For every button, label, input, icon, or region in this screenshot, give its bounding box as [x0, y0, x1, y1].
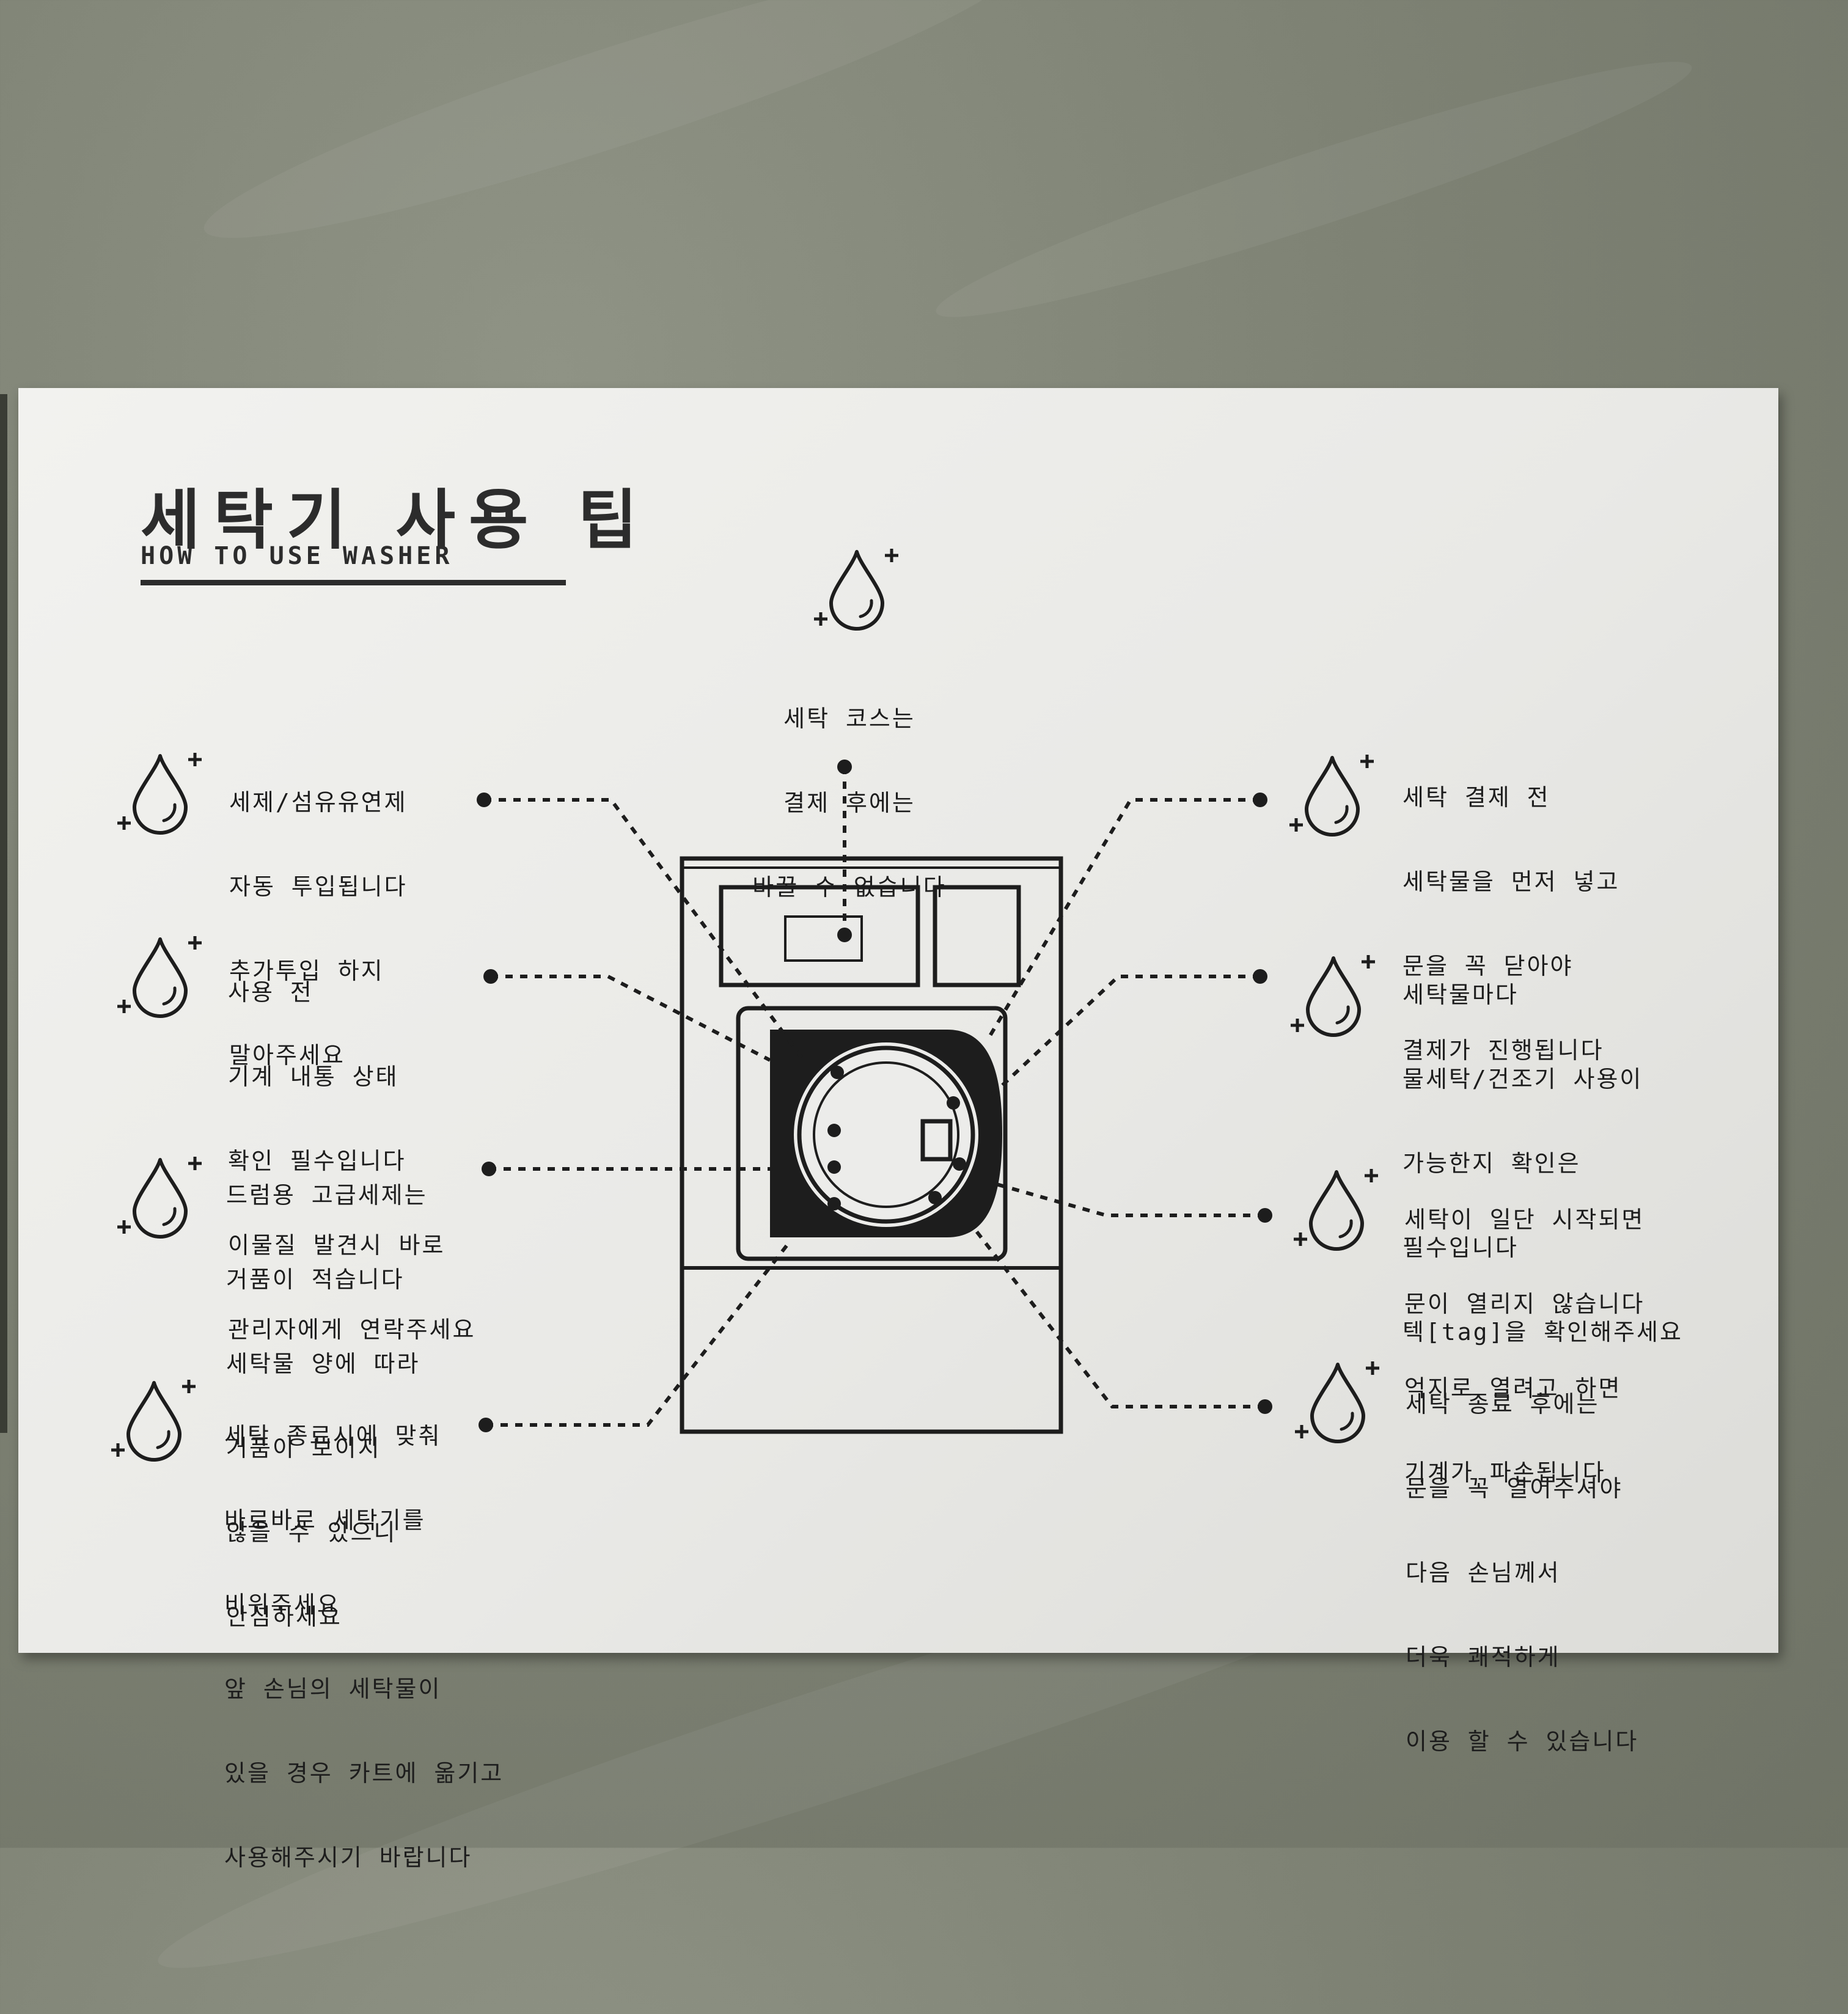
tip-left-4: 세탁 종료시에 맞춰 바로바로 세탁기를 비워주세요 앞 손님의 세탁물이 있을…	[224, 1366, 504, 1928]
tip-line: 이용 할 수 있습니다	[1406, 1728, 1639, 1755]
tip-left-2: 사용 전 기계 내통 상태 확인 필수입니다 이물질 발견시 바로 관리자에게 …	[228, 922, 475, 1400]
callout-endpoints	[477, 760, 1272, 1432]
tip-line: 관리자에게 연락주세요	[228, 1316, 476, 1343]
tip-line: 필수입니다	[1402, 1234, 1519, 1261]
tip-line: 자동 투입됩니다	[229, 873, 408, 900]
tip-line: 사용 전	[228, 979, 314, 1006]
tip-line: 세탁 코스는	[783, 705, 915, 732]
tip-line: 세제/섬유유연제	[229, 789, 408, 816]
tip-line: 확인 필수입니다	[228, 1148, 406, 1174]
tip-line: 억지로 열려고 하면	[1404, 1375, 1622, 1402]
tip-line: 텍[tag]을 확인해주세요	[1402, 1319, 1683, 1346]
wall-texture	[925, 32, 1703, 347]
tip-right-3: 세탁이 일단 시작되면 문이 열리지 않습니다 억지로 열려고 하면 기계가 파…	[1404, 1149, 1645, 1543]
tip-line: 이물질 발견시 바로	[228, 1232, 446, 1259]
tip-line: 말아주세요	[229, 1042, 345, 1069]
tip-line: 문이 열리지 않습니다	[1404, 1291, 1645, 1317]
tip-line: 물세탁/건조기 사용이	[1402, 1066, 1643, 1093]
tip-line: 결제가 진행됩니다	[1402, 1037, 1604, 1064]
tip-right-1: 세탁 결제 전 세탁물을 먼저 넣고 문을 꼭 닫아야 결제가 진행됩니다	[1402, 727, 1619, 1121]
water-drop-plus-icon	[117, 936, 202, 1016]
tip-line: 추가투입 하지	[229, 958, 384, 984]
tip-line: 가능한지 확인은	[1402, 1150, 1581, 1177]
tip-line: 비워주세요	[224, 1591, 340, 1618]
instruction-sign: 세탁기 사용 팁 HOW TO USE WASHER	[18, 388, 1778, 1871]
water-drop-plus-icon	[1294, 1169, 1378, 1249]
water-drop-plus-icon	[1291, 955, 1375, 1035]
washing-machine-illustration	[680, 856, 1063, 1434]
sign-subtitle: HOW TO USE WASHER	[141, 542, 453, 570]
tip-right-2: 세탁물마다 물세탁/건조기 사용이 가능한지 확인은 필수입니다 텍[tag]을…	[1402, 925, 1683, 1402]
water-drop-plus-icon	[117, 753, 202, 833]
tip-line: 세탁물마다	[1402, 981, 1519, 1008]
water-drop-plus-icon	[1289, 755, 1374, 835]
tip-center: 세탁 코스는 결제 후에는 바꿀 수 없습니다	[715, 648, 984, 958]
tip-line: 다음 손님께서	[1406, 1559, 1561, 1586]
wall-texture	[189, 0, 1033, 277]
tip-line: 기계 내통 상태	[228, 1063, 399, 1090]
tip-line: 바로바로 세탁기를	[224, 1507, 426, 1534]
tip-line: 문을 꼭 닫아야	[1402, 953, 1574, 980]
tip-line: 거품이 적습니다	[226, 1266, 405, 1293]
water-drop-plus-icon	[1295, 1361, 1379, 1441]
tip-line: 세탁이 일단 시작되면	[1404, 1206, 1645, 1233]
tip-line: 세탁 종료시에 맞춰	[224, 1423, 442, 1449]
water-drop-plus-icon	[814, 549, 898, 629]
washer-diagram	[18, 388, 1778, 1653]
adjacent-frame-edge	[0, 394, 7, 1433]
sign-title: 세탁기 사용 팁	[141, 483, 651, 558]
tip-line: 세탁 결제 전	[1402, 784, 1550, 811]
tip-line: 거품이 보이지	[226, 1435, 381, 1462]
tip-left-3: 드럼용 고급세제는 거품이 적습니다 세탁물 양에 따라 거품이 보이지 않을 …	[226, 1125, 428, 1687]
tip-line: 있을 경우 카트에 옮기고	[224, 1760, 504, 1787]
tip-line: 결제 후에는	[783, 789, 915, 816]
tip-left-1: 세제/섬유유연제 자동 투입됩니다 추가투입 하지 말아주세요	[229, 732, 408, 1126]
tip-line: 않을 수 있으니	[226, 1519, 397, 1546]
tip-line: 문을 꼭 열어주셔야	[1406, 1475, 1623, 1502]
tip-line: 세탁물 양에 따라	[226, 1350, 420, 1377]
tip-line: 드럼용 고급세제는	[226, 1182, 428, 1209]
title-underline	[141, 580, 566, 585]
tip-line: 바꿀 수 없습니다	[752, 874, 947, 901]
tip-line: 세탁물을 먼저 넣고	[1402, 868, 1620, 895]
tip-line: 안심하세요	[226, 1603, 342, 1630]
water-drop-plus-icon	[111, 1380, 196, 1460]
tip-line: 기계가 파손됩니다	[1404, 1459, 1606, 1486]
water-drop-plus-icon	[117, 1157, 202, 1237]
callout-leader-lines	[484, 767, 1265, 1427]
tip-line: 더욱 쾌적하게	[1406, 1644, 1561, 1671]
tip-line: 세탁 종료 후에는	[1406, 1391, 1600, 1418]
tip-line: 앞 손님의 세탁물이	[224, 1675, 442, 1702]
tip-right-4: 세탁 종료 후에는 문을 꼭 열어주셔야 다음 손님께서 더욱 쾌적하게 이용 …	[1406, 1334, 1638, 1812]
